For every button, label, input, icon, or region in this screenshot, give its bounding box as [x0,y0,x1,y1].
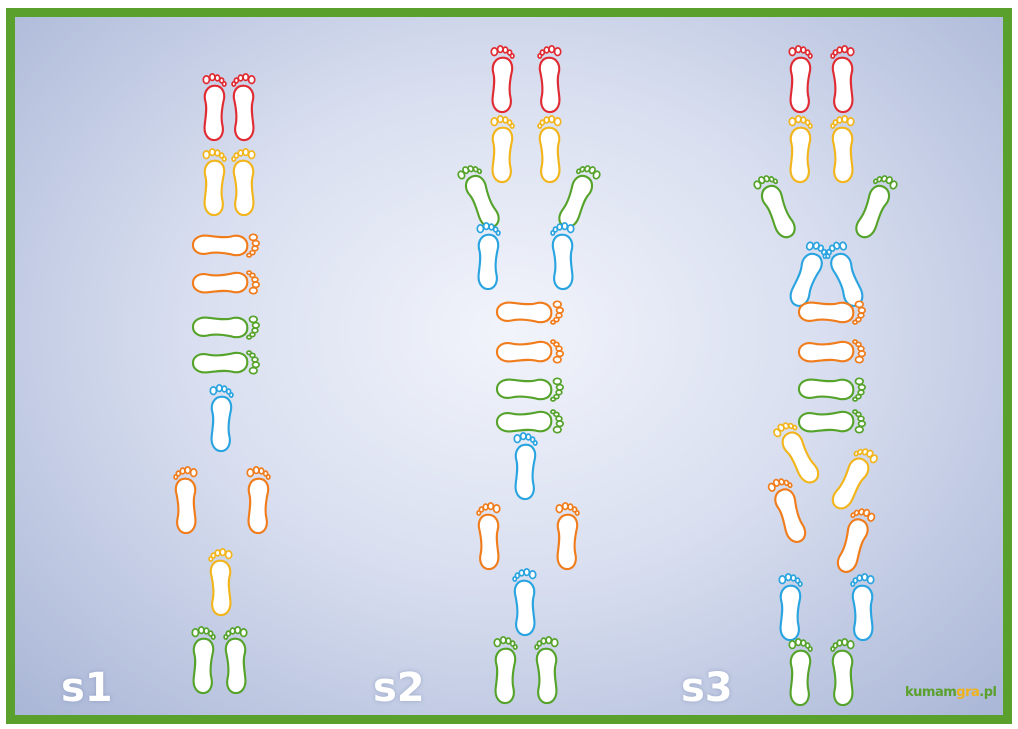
hopscotch-board: s1 s2 s3 kumamgra.pl [6,8,1012,724]
footprint-orange-s2-15 [556,503,579,569]
footprint-red-s1-1 [203,74,226,140]
footprint-yellow-s3-4 [831,116,854,182]
footprint-red-s3-2 [831,46,854,112]
footprint-orange-s3-16 [832,505,876,575]
footprint-orange-s3-10 [799,340,865,363]
footprint-yellow-s3-3 [789,116,812,182]
footprint-orange-s3-15 [767,475,811,545]
footprint-green-s1-13 [192,627,215,693]
logo: kumamgra.pl [905,685,996,700]
footprint-green-s2-18 [535,637,558,703]
footprint-green-s1-8 [193,351,259,374]
footprint-blue-s3-17 [779,574,802,640]
station-label-s3: s3 [681,665,733,711]
footprint-blue-s2-13 [514,433,537,499]
footprint-green-s1-14 [224,627,247,693]
footprint-orange-s2-14 [477,503,500,569]
footprint-orange-s2-9 [497,301,563,324]
footprint-orange-s1-10 [174,467,197,533]
footprint-red-s3-1 [789,46,812,112]
footprint-red-s2-1 [491,46,514,112]
footprint-green-s3-6 [850,171,898,241]
footprint-green-s2-11 [497,378,563,401]
footprint-green-s3-20 [831,639,854,705]
footprint-red-s2-2 [538,46,561,112]
footprint-red-s1-2 [232,74,255,140]
footprint-orange-s1-11 [247,467,270,533]
footprint-yellow-s2-4 [538,116,561,182]
footprint-blue-s2-7 [477,223,500,289]
footprints-layer [15,17,1003,715]
footprint-yellow-s3-14 [827,444,880,513]
footprint-green-s3-5 [752,171,800,241]
footprint-green-s3-12 [799,410,865,433]
footprint-green-s1-7 [193,316,259,339]
station-label-s2: s2 [373,665,425,711]
footprint-blue-s2-16 [513,569,536,635]
footprint-orange-s1-5 [193,234,259,257]
station-label-s1: s1 [61,665,113,711]
footprint-green-s2-17 [494,637,517,703]
footprint-blue-s3-8 [823,239,867,309]
footprint-yellow-s1-3 [203,149,226,215]
footprint-green-s2-12 [497,410,563,433]
footprint-blue-s1-9 [210,385,233,451]
footprint-yellow-s2-3 [491,116,514,182]
footprint-green-s3-11 [799,378,865,401]
footprint-orange-s3-9 [799,301,865,324]
footprint-yellow-s1-4 [232,149,255,215]
footprint-orange-s2-10 [497,340,563,363]
footprint-orange-s1-6 [193,271,259,294]
footprint-blue-s3-7 [786,239,830,309]
footprint-blue-s3-18 [851,574,874,640]
footprint-green-s3-19 [789,639,812,705]
footprint-green-s2-6 [553,161,601,231]
footprint-blue-s2-8 [551,223,574,289]
footprint-yellow-s1-12 [209,549,232,615]
